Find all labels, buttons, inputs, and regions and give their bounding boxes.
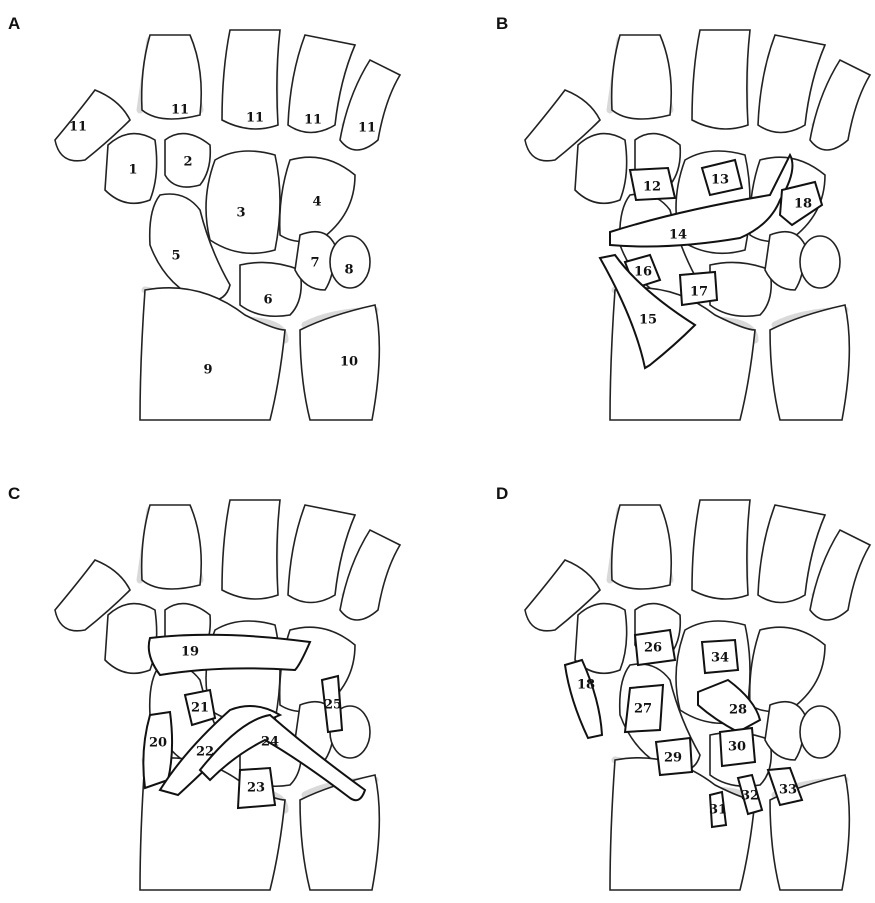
- label-d-0: 18: [577, 678, 595, 693]
- label-a-4: 11: [358, 121, 376, 136]
- label-a-3: 11: [304, 113, 322, 128]
- panel-c: 19 20 21 22 23 24 25: [55, 500, 400, 890]
- label-c-4: 23: [247, 781, 265, 796]
- label-b-1: 13: [711, 173, 729, 188]
- label-d-9: 34: [711, 651, 729, 666]
- panel-d: 18 26 27 28 29 30 31 32 33 34: [525, 500, 870, 890]
- label-a-11: 7: [310, 256, 319, 271]
- label-d-3: 28: [729, 703, 747, 718]
- label-c-1: 20: [149, 736, 167, 751]
- label-b-0: 12: [643, 180, 661, 195]
- label-d-1: 26: [644, 641, 662, 656]
- label-d-8: 33: [779, 783, 797, 798]
- label-b-5: 17: [690, 285, 708, 300]
- label-b-6: 18: [794, 197, 812, 212]
- label-a-1: 11: [171, 103, 189, 118]
- label-a-5: 1: [128, 163, 137, 178]
- label-c-0: 19: [181, 645, 199, 660]
- label-c-3: 22: [196, 745, 214, 760]
- label-b-2: 14: [669, 228, 687, 243]
- label-d-6: 31: [709, 803, 727, 818]
- panel-a: 11 11 11 11 11 1 2 3 4 5 6 7 8 9 10: [55, 30, 400, 420]
- label-c-6: 25: [324, 698, 342, 713]
- label-d-7: 32: [741, 789, 759, 804]
- label-a-8: 4: [312, 195, 321, 210]
- ligament-19: [149, 635, 310, 675]
- label-a-14: 10: [340, 355, 358, 370]
- label-a-12: 8: [344, 263, 353, 278]
- label-d-4: 29: [664, 751, 682, 766]
- label-a-6: 2: [183, 155, 192, 170]
- label-a-9: 5: [171, 249, 180, 264]
- label-d-2: 27: [634, 702, 652, 717]
- label-a-10: 6: [263, 293, 272, 308]
- label-a-7: 3: [236, 206, 245, 221]
- label-c-5: 24: [261, 735, 279, 750]
- label-a-0: 11: [69, 120, 87, 135]
- label-a-2: 11: [246, 111, 264, 126]
- label-b-4: 16: [634, 265, 652, 280]
- label-c-2: 21: [191, 701, 209, 716]
- label-d-5: 30: [728, 740, 746, 755]
- label-a-13: 9: [203, 363, 212, 378]
- panel-b: 12 13 14 15 16 17 18: [525, 30, 870, 420]
- label-b-3: 15: [639, 313, 657, 328]
